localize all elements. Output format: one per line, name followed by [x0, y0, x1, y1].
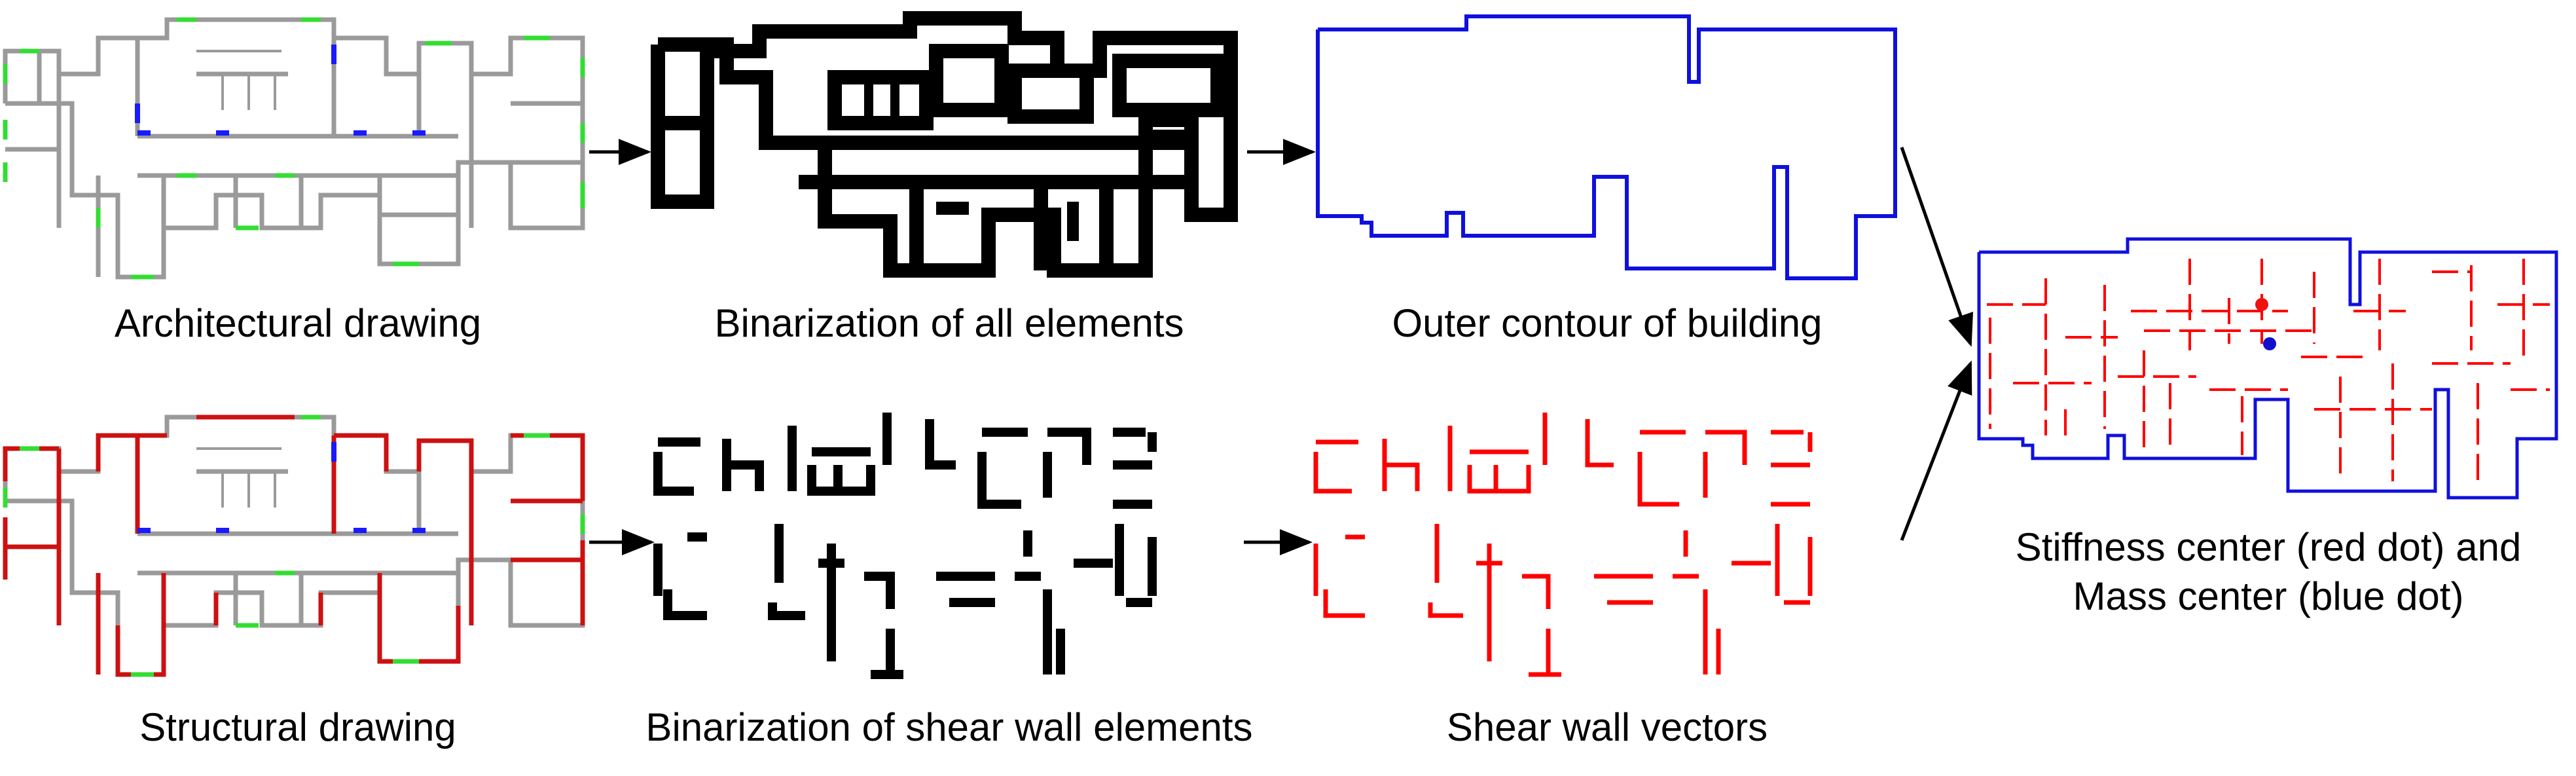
- caption-outer-contour: Outer contour of building: [1392, 301, 1823, 345]
- result-plan: [1977, 237, 2558, 500]
- structural-drawing-plan: [3, 415, 585, 677]
- binarization-all-image: [651, 11, 1238, 278]
- binarization-all-panel: [648, 11, 1250, 280]
- caption-result-line1: Stiffness center (red dot) and: [2015, 525, 2522, 569]
- caption-result-line2: Mass center (blue dot): [2073, 574, 2464, 618]
- result-panel: [1974, 219, 2563, 500]
- caption-binarization-all: Binarization of all elements: [714, 301, 1184, 345]
- shear-wall-vectors-panel: [1313, 413, 1902, 681]
- caption-shear-wall-vectors: Shear wall vectors: [1446, 705, 1768, 749]
- architectural-drawing-plan: [3, 17, 585, 280]
- caption-binarization-shear: Binarization of shear wall elements: [645, 705, 1253, 749]
- caption-structural-drawing: Structural drawing: [139, 705, 456, 749]
- outer-contour-image: [1316, 14, 1897, 280]
- binarization-shear-panel: [653, 413, 1244, 681]
- arrow-vectors-to-result: [1900, 360, 1972, 541]
- outer-contour-panel: [1313, 10, 1902, 285]
- binarization-shear-image: [653, 413, 1157, 679]
- mass-center-dot: [2263, 337, 2276, 350]
- arrow-contour-to-result: [1900, 147, 1974, 347]
- caption-architectural-drawing: Architectural drawing: [114, 301, 482, 345]
- stiffness-center-dot: [2255, 298, 2268, 311]
- architectural-drawing-panel: [0, 12, 596, 300]
- structural-drawing-panel: [0, 409, 596, 697]
- shear-wall-vectors-image: [1313, 413, 1813, 677]
